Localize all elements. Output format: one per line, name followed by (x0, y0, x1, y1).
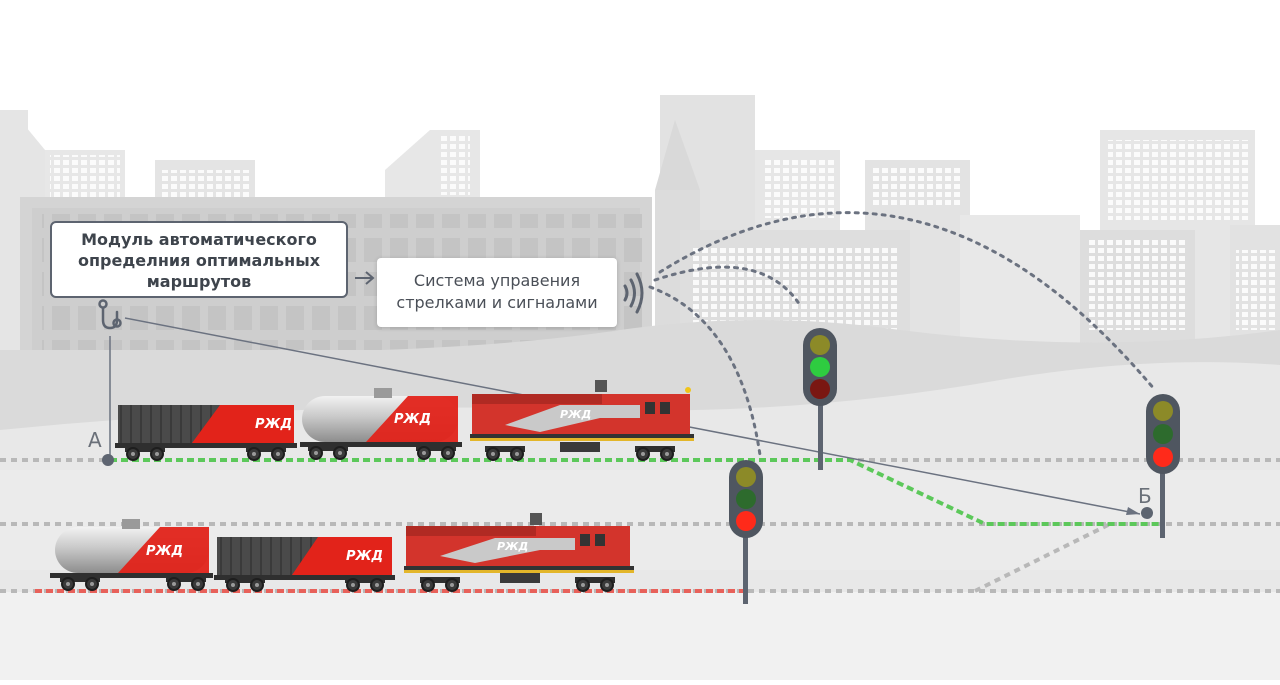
svg-text:РЖД: РЖД (346, 549, 383, 564)
module-title-line-2: определния оптимальных (77, 251, 321, 270)
point-b-label: Б (1138, 484, 1152, 508)
gondola-car-1: РЖД (115, 405, 297, 461)
route-icon (98, 299, 122, 330)
svg-text:РЖД: РЖД (255, 417, 292, 432)
lower-train: РЖД РЖД РЖД (50, 513, 634, 592)
upper-train: РЖД РЖД РЖД (115, 380, 694, 461)
signal-right (1146, 394, 1180, 538)
svg-text:РЖД: РЖД (560, 408, 591, 421)
system-title-line-2: стрелками и сигналами (396, 293, 598, 312)
signal-upper (803, 328, 837, 470)
module-title-line-1: Модуль автоматического (81, 230, 317, 249)
route-module-box: Модуль автоматического определния оптима… (50, 221, 348, 298)
signal-lower-left (729, 460, 763, 604)
point-a-marker (102, 454, 114, 466)
point-b-marker (1141, 507, 1153, 519)
wireless-links (648, 211, 1157, 457)
wifi-icon (623, 272, 644, 314)
svg-text:РЖД: РЖД (146, 544, 183, 559)
point-a-label: А (88, 428, 102, 452)
locomotive-1: РЖД (470, 380, 694, 461)
system-title-line-1: Система управения (413, 271, 581, 290)
svg-text:РЖД: РЖД (497, 540, 528, 553)
tank-car-1: РЖД (300, 388, 462, 460)
gondola-car-2: РЖД (214, 537, 395, 592)
switch-signal-system-box: Система управения стрелками и сигналами (377, 258, 617, 327)
locomotive-2: РЖД (404, 513, 634, 592)
ground (0, 320, 1280, 680)
module-title-line-3: маршрутов (146, 272, 252, 291)
tank-car-2: РЖД (50, 519, 213, 591)
svg-text:РЖД: РЖД (394, 412, 431, 427)
